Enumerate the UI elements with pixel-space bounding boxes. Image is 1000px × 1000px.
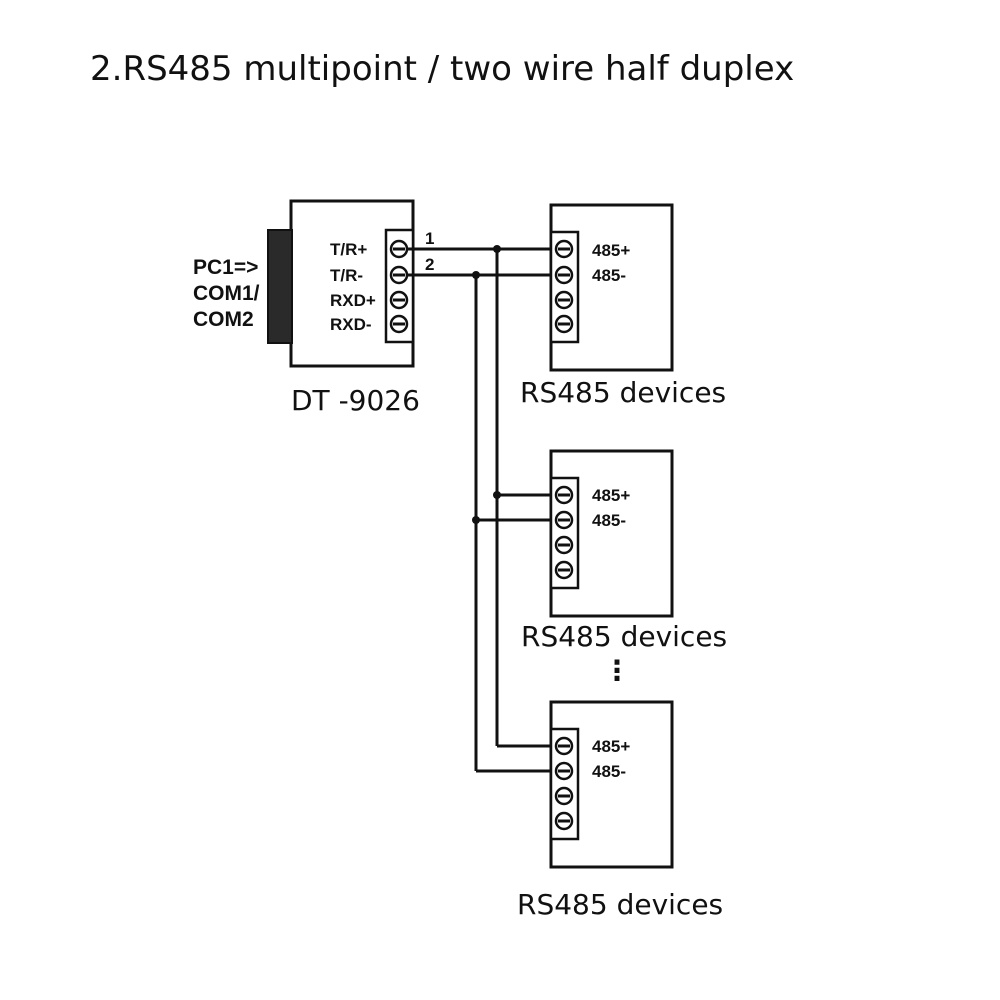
device-terminal (554, 786, 574, 806)
device-terminal (554, 239, 574, 259)
wire-number-1: 1 (425, 229, 434, 248)
converter-terminal-3 (389, 290, 409, 310)
device-terminal (554, 485, 574, 505)
device-terminal (554, 560, 574, 580)
device-pin-label-485-minus: 485- (592, 762, 626, 781)
device-caption: RS485 devices (520, 376, 726, 409)
junction-dot (493, 491, 501, 499)
rs485-device-3: 485+ 485- RS485 devices (517, 700, 723, 921)
pin-label-tr-minus: T/R- (330, 266, 363, 285)
device-terminal (554, 736, 574, 756)
junction-dot (472, 516, 480, 524)
rs485-device-1: 485+ 485- RS485 devices (520, 203, 726, 409)
device-pin-label-485-minus: 485- (592, 266, 626, 285)
converter-terminal-2 (389, 265, 409, 285)
junction-dot (493, 245, 501, 253)
device-terminal (554, 290, 574, 310)
rs485-device-2: 485+ 485- RS485 devices (521, 449, 727, 653)
device-pin-label-485-plus: 485+ (592, 241, 630, 260)
pin-label-rxd-plus: RXD+ (330, 291, 376, 310)
converter-dt-9026: T/R+ T/R- RXD+ RXD- PC1=> COM1/ COM2 DT … (193, 199, 420, 417)
device-terminal (554, 265, 574, 285)
device-pin-label-485-plus: 485+ (592, 737, 630, 756)
device-terminal (554, 811, 574, 831)
continuation-ellipsis: ⋮ (603, 654, 631, 687)
pin-label-tr-plus: T/R+ (330, 240, 367, 259)
device-terminal (554, 761, 574, 781)
db9-connector (267, 229, 293, 344)
bus-wiring: 1 2 (407, 229, 563, 773)
device-terminal (554, 314, 574, 334)
device-terminal (554, 535, 574, 555)
converter-terminal-4 (389, 314, 409, 334)
pc-label-line-2: COM1/ (193, 282, 260, 305)
device-caption: RS485 devices (517, 888, 723, 921)
pc-label-line-3: COM2 (193, 308, 254, 331)
converter-model-caption: DT -9026 (291, 384, 420, 417)
converter-terminal-1 (389, 239, 409, 259)
device-pin-label-485-minus: 485- (592, 511, 626, 530)
wire-number-2: 2 (425, 255, 434, 274)
device-pin-label-485-plus: 485+ (592, 486, 630, 505)
pin-label-rxd-minus: RXD- (330, 315, 372, 334)
device-caption: RS485 devices (521, 620, 727, 653)
junction-dot (472, 271, 480, 279)
diagram-title: 2.RS485 multipoint / two wire half duple… (90, 49, 794, 89)
pc-label-line-1: PC1=> (193, 256, 258, 279)
device-terminal (554, 510, 574, 530)
